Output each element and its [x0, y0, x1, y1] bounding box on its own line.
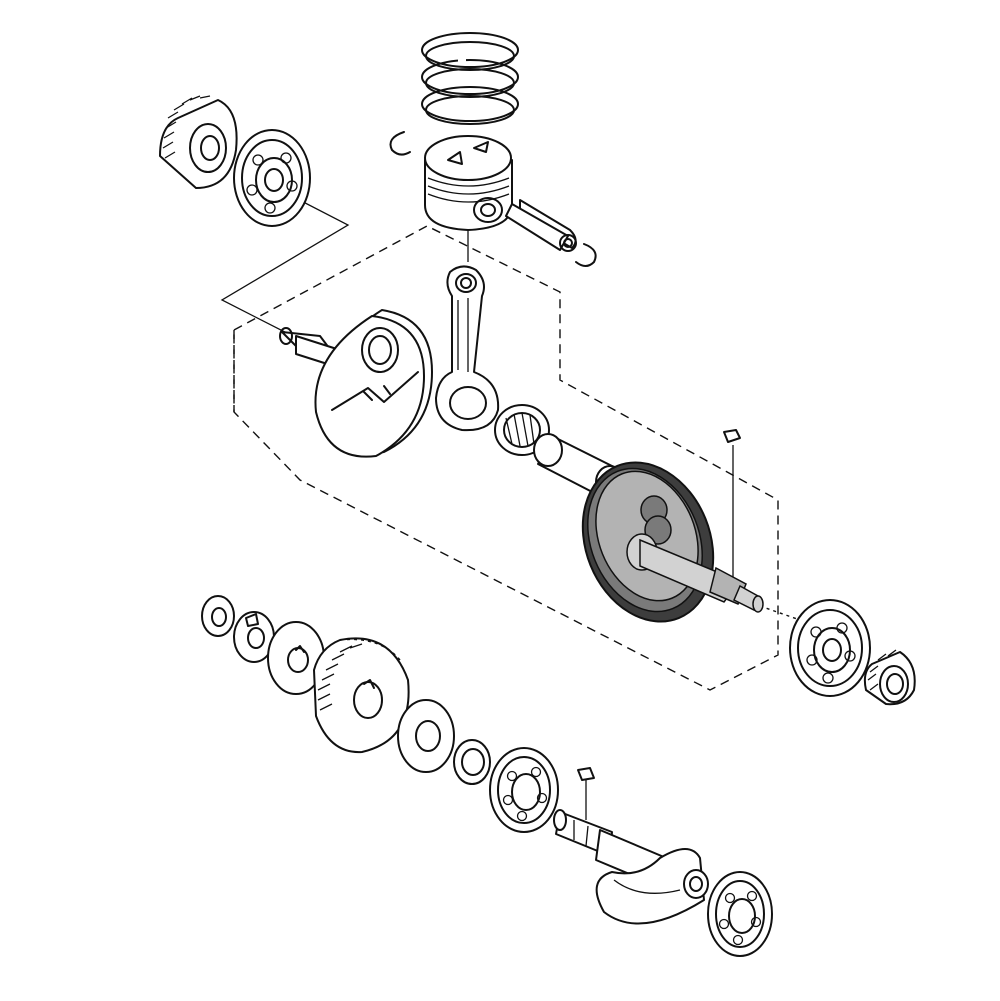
balancer-end-bearing [707, 871, 773, 957]
spacer [453, 739, 491, 785]
crank-web-right-highlighted [581, 461, 764, 623]
piston-rings [421, 32, 519, 125]
piston [424, 135, 513, 231]
timing-gear-left [159, 95, 238, 189]
crank-web-left [279, 309, 433, 458]
primary-gear [313, 637, 410, 754]
main-bearing-right [789, 599, 871, 697]
balancer-key [577, 767, 595, 781]
assembly-dashed-outline [233, 225, 779, 691]
connecting-rod [435, 265, 500, 432]
balancer-bearing [489, 747, 559, 833]
piston-clip-right [575, 243, 597, 267]
woodruff-key [723, 429, 741, 443]
thrust-washer [397, 699, 455, 773]
nut [201, 595, 235, 637]
main-bearing-left [233, 129, 311, 227]
piston-pin [505, 199, 577, 252]
leader-lines [220, 189, 801, 820]
timing-gear-right [863, 649, 916, 706]
balancer-shaft [553, 809, 709, 925]
piston-clip-left [389, 131, 411, 156]
